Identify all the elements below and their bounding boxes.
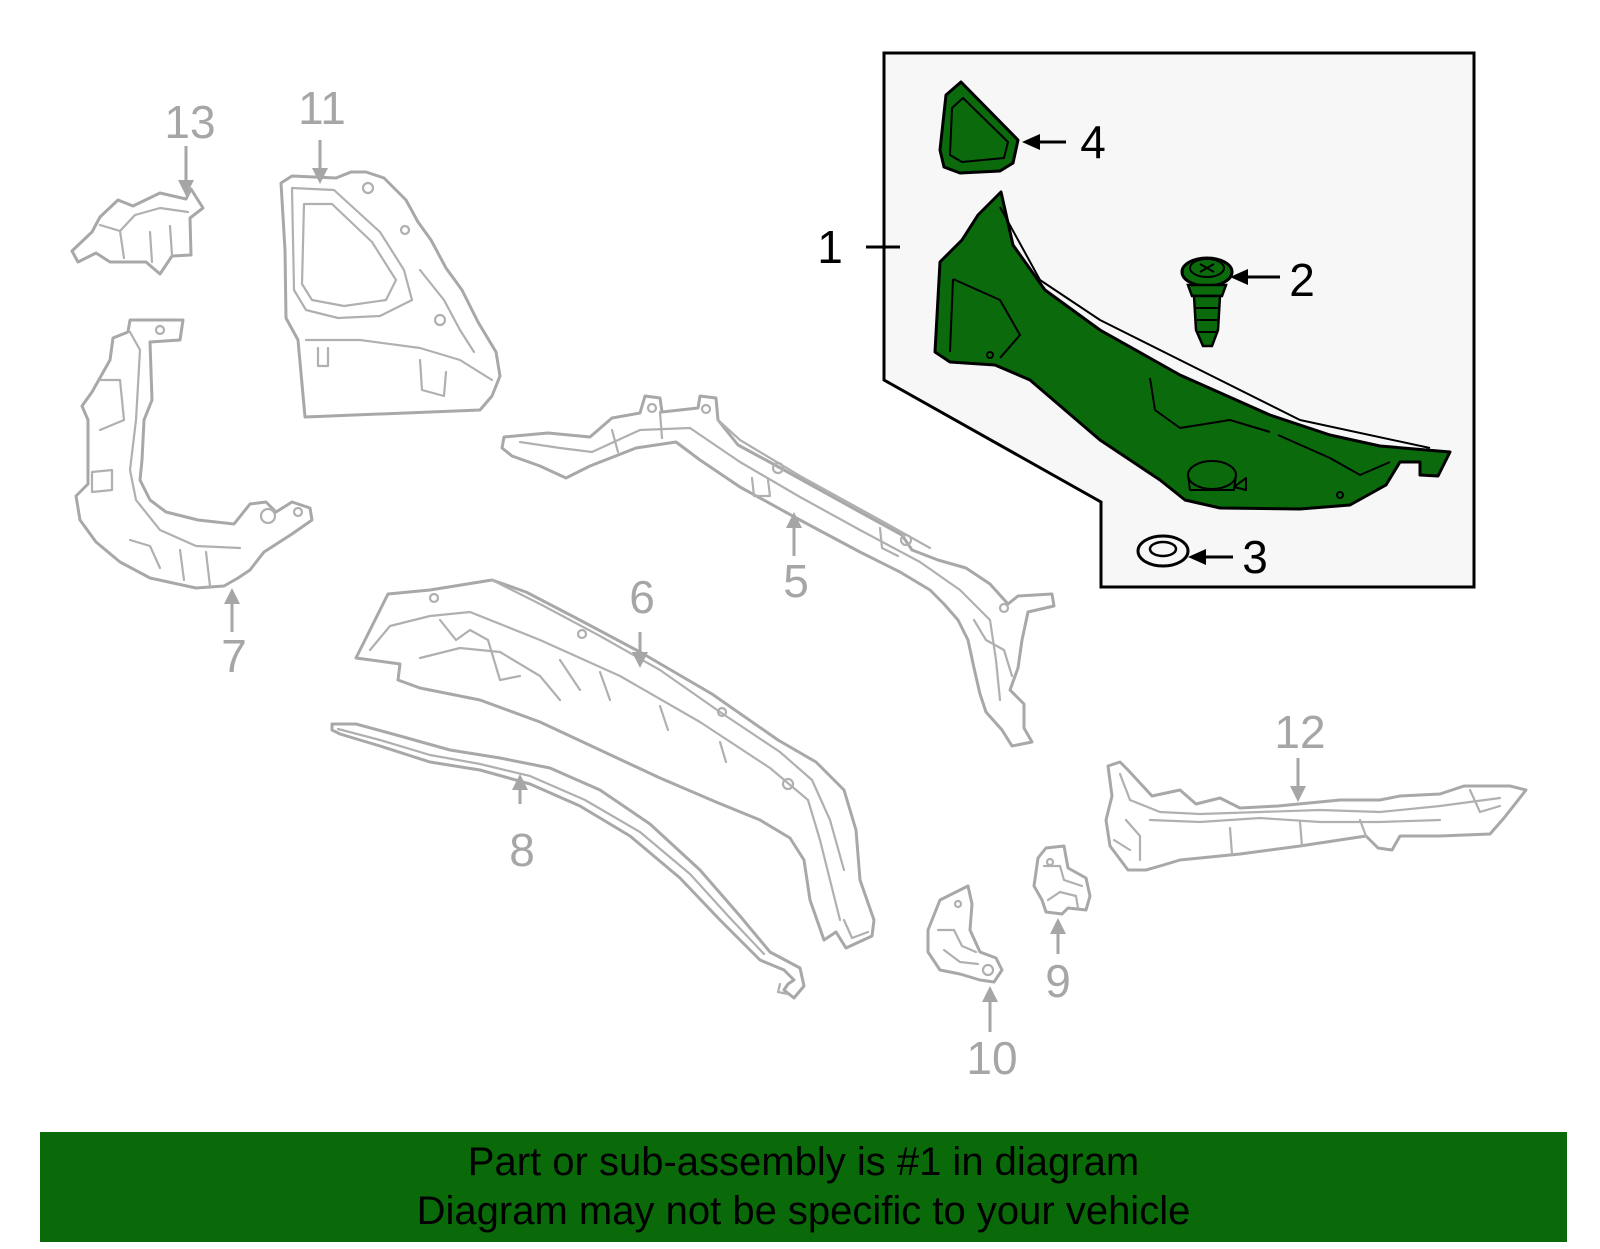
part-4-end-cover [938, 80, 1020, 175]
part-13-bracket [70, 187, 205, 276]
banner-line-2: Diagram may not be specific to your vehi… [416, 1189, 1191, 1233]
callout-9: 9 [1045, 955, 1071, 1007]
callout-2: 2 [1289, 254, 1315, 306]
callout-11: 11 [298, 82, 346, 134]
callout-13: 13 [164, 96, 215, 148]
callout-8: 8 [509, 824, 535, 876]
callout-6: 6 [629, 571, 655, 623]
callout-7: 7 [221, 630, 247, 682]
banner-line-1: Part or sub-assembly is #1 in diagram [467, 1140, 1140, 1184]
part-9-bracket [1032, 844, 1092, 916]
info-banner: Part or sub-assembly is #1 in diagram Di… [40, 1132, 1567, 1242]
part-10-bracket [926, 884, 1004, 984]
callout-12: 12 [1274, 706, 1325, 758]
part-1-cowl-panel [933, 190, 1452, 511]
part-6-cowl-lower [354, 578, 876, 950]
part-7-curved-bracket [74, 318, 314, 590]
callout-10: 10 [966, 1032, 1017, 1084]
part-2-clip [1180, 256, 1234, 348]
callout-1: 1 [817, 221, 843, 273]
callout-4: 4 [1080, 116, 1106, 168]
callout-5: 5 [783, 555, 809, 607]
part-12-side-rail [1104, 760, 1528, 872]
part-11-side-panel [279, 170, 502, 419]
part-5-crossmember [500, 394, 1056, 748]
part-8-seal [330, 722, 806, 1000]
part-3-grommet [1136, 534, 1190, 568]
callout-3: 3 [1242, 531, 1268, 583]
